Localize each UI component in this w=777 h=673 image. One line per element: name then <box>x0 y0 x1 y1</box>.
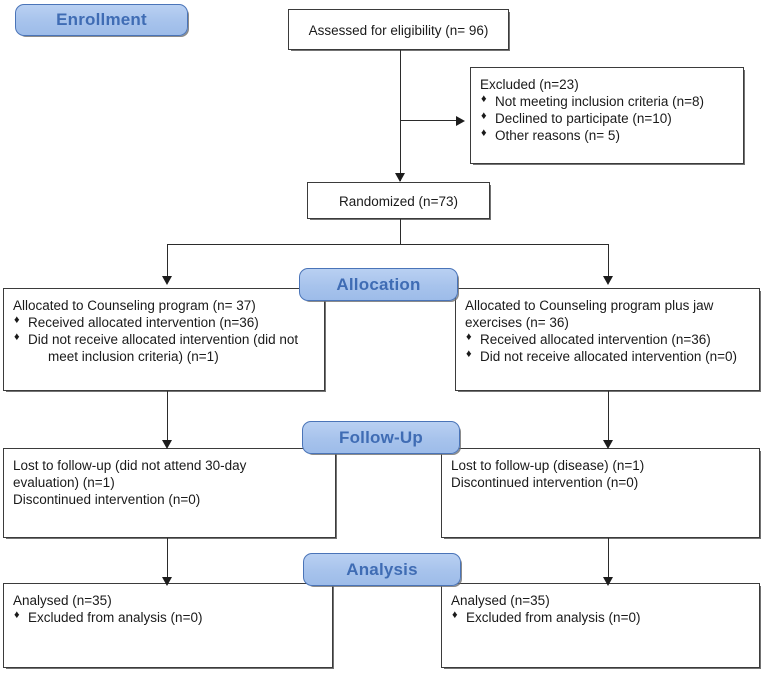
stage-pill-allocation: Allocation <box>299 268 458 301</box>
connector-split-left-drop <box>167 244 168 278</box>
stage-label-enrollment: Enrollment <box>56 10 147 29</box>
list-item: ♦ Declined to participate (n=10) <box>480 110 734 127</box>
allocation-right-heading-line2: exercises (n= 36) <box>465 315 569 331</box>
connector-alloc-left-to-followup <box>167 391 168 445</box>
connector-followup-right-to-analysis <box>608 538 609 582</box>
excluded-reason-1: Not meeting inclusion criteria (n=8) <box>495 94 704 110</box>
arrowhead-to-followup-right <box>603 440 613 449</box>
stage-label-analysis: Analysis <box>346 559 418 579</box>
followup-right-line-1: Lost to follow-up (disease) (n=1) <box>451 458 645 473</box>
box-followup-right: Lost to follow-up (disease) (n=1) Discon… <box>441 448 760 538</box>
arrowhead-to-analysis-right <box>603 577 613 586</box>
list-item: ♦ Excluded from analysis (n=0) <box>13 609 323 626</box>
stage-label-allocation: Allocation <box>336 274 421 294</box>
diamond-bullet-icon: ♦ <box>466 348 472 361</box>
stage-pill-enrollment: Enrollment <box>15 4 188 36</box>
stage-label-followup: Follow-Up <box>339 427 423 447</box>
connector-to-excluded <box>400 120 462 121</box>
list-item: ♦ Did not receive allocated intervention… <box>13 331 315 365</box>
list-item: ♦ Not meeting inclusion criteria (n=8) <box>480 93 734 110</box>
arrowhead-to-randomized <box>395 173 405 182</box>
allocation-right-list: ♦ Received allocated intervention (n=36)… <box>465 331 750 365</box>
diamond-bullet-icon: ♦ <box>466 331 472 344</box>
excluded-reason-list: ♦ Not meeting inclusion criteria (n=8) ♦… <box>480 93 734 144</box>
arrowhead-to-followup-left <box>162 440 172 449</box>
followup-left-line-2: evaluation) (n=1) <box>13 475 115 491</box>
allocation-left-item-2-continuation: meet inclusion criteria) (n=1) <box>48 349 219 365</box>
box-allocation-left: Allocated to Counseling program (n= 37) … <box>3 288 325 391</box>
list-item: ♦ Received allocated intervention (n=36) <box>13 314 315 331</box>
diamond-bullet-icon: ♦ <box>452 609 458 622</box>
allocation-right-item-1: Received allocated intervention (n=36) <box>480 332 711 348</box>
assessed-text: Assessed for eligibility (n= 96) <box>308 22 489 38</box>
followup-left-line-3: Discontinued intervention (n=0) <box>13 492 201 508</box>
stage-pill-followup: Follow-Up <box>302 421 460 454</box>
diamond-bullet-icon: ♦ <box>481 110 487 123</box>
diamond-bullet-icon: ♦ <box>14 331 20 344</box>
box-followup-left: Lost to follow-up (did not attend 30-day… <box>3 448 336 538</box>
followup-left-line-1: Lost to follow-up (did not attend 30-day <box>13 458 247 473</box>
diamond-bullet-icon: ♦ <box>481 127 487 140</box>
stage-pill-analysis: Analysis <box>303 553 461 586</box>
list-item: ♦ Excluded from analysis (n=0) <box>451 609 750 626</box>
excluded-heading: Excluded (n=23) <box>480 77 579 92</box>
arrowhead-to-allocation-left <box>162 276 172 285</box>
connector-assessed-to-randomized <box>400 50 401 181</box>
diamond-bullet-icon: ♦ <box>14 314 20 327</box>
allocation-left-heading: Allocated to Counseling program (n= 37) <box>13 298 256 313</box>
allocation-right-item-2: Did not receive allocated intervention (… <box>480 349 738 365</box>
arrowhead-to-allocation-right <box>603 276 613 285</box>
analysis-right-item-1: Excluded from analysis (n=0) <box>466 610 641 626</box>
diamond-bullet-icon: ♦ <box>481 93 487 106</box>
analysis-left-heading: Analysed (n=35) <box>13 593 112 608</box>
analysis-right-heading: Analysed (n=35) <box>451 593 550 608</box>
box-analysis-right: Analysed (n=35) ♦ Excluded from analysis… <box>441 583 760 668</box>
analysis-right-list: ♦ Excluded from analysis (n=0) <box>451 609 750 626</box>
analysis-left-list: ♦ Excluded from analysis (n=0) <box>13 609 323 626</box>
list-item: ♦ Other reasons (n= 5) <box>480 127 734 144</box>
allocation-left-list: ♦ Received allocated intervention (n=36)… <box>13 314 315 365</box>
connector-split-right-drop <box>608 244 609 278</box>
list-item: ♦ Did not receive allocated intervention… <box>465 348 750 365</box>
connector-alloc-right-to-followup <box>608 391 609 445</box>
analysis-left-item-1: Excluded from analysis (n=0) <box>28 610 203 626</box>
connector-split-horizontal <box>167 244 609 245</box>
excluded-reason-3: Other reasons (n= 5) <box>495 128 620 144</box>
list-item: ♦ Received allocated intervention (n=36) <box>465 331 750 348</box>
excluded-reason-2: Declined to participate (n=10) <box>495 111 672 127</box>
box-allocation-right: Allocated to Counseling program plus jaw… <box>455 288 760 391</box>
connector-randomized-stem <box>400 219 401 244</box>
connector-followup-left-to-analysis <box>167 538 168 582</box>
allocation-right-heading-line1: Allocated to Counseling program plus jaw <box>465 298 714 313</box>
box-randomized: Randomized (n=73) <box>307 182 490 219</box>
allocation-left-item-2: Did not receive allocated intervention (… <box>28 332 299 348</box>
randomized-text: Randomized (n=73) <box>339 193 458 209</box>
box-excluded: Excluded (n=23) ♦ Not meeting inclusion … <box>470 67 744 164</box>
allocation-left-item-1: Received allocated intervention (n=36) <box>28 315 259 331</box>
arrowhead-to-analysis-left <box>162 577 172 586</box>
followup-right-line-2: Discontinued intervention (n=0) <box>451 475 639 491</box>
arrowhead-to-excluded <box>456 116 465 126</box>
diamond-bullet-icon: ♦ <box>14 609 20 622</box>
box-analysis-left: Analysed (n=35) ♦ Excluded from analysis… <box>3 583 333 668</box>
box-assessed-for-eligibility: Assessed for eligibility (n= 96) <box>288 9 509 50</box>
